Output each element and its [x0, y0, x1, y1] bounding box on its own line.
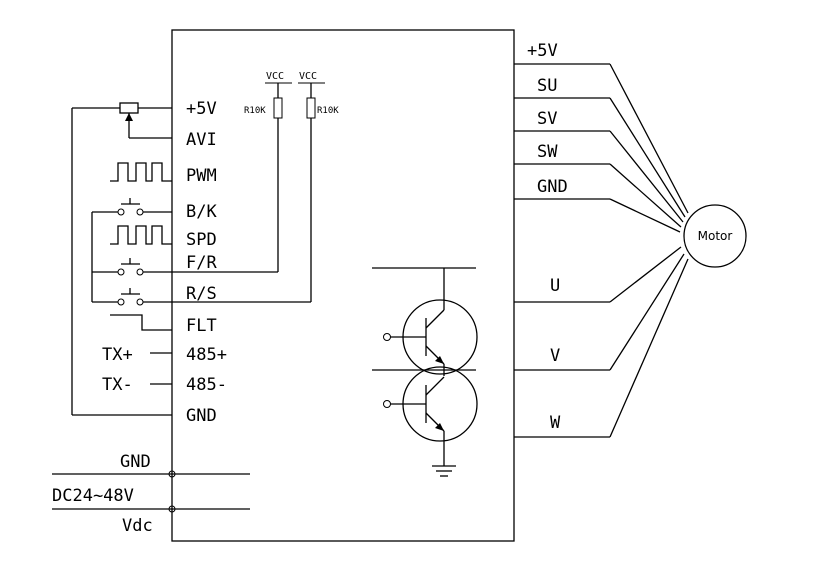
motor-wire-w: [609, 258, 689, 438]
flt-signal-symbol: [110, 314, 172, 331]
pin-label-5v: +5V: [186, 99, 217, 119]
power-dc-node: [168, 505, 176, 513]
pin-label-fr: F/R: [186, 253, 217, 273]
vcc-2-label: VCC: [299, 71, 317, 82]
pin-label-sv: SV: [537, 109, 557, 129]
vcc-1-label: VCC: [266, 71, 284, 82]
motor-wire-gnd: [609, 198, 681, 233]
fr-contact-a: [117, 268, 125, 276]
resistor-1-label: R10K: [244, 106, 266, 116]
rs-contact-a: [117, 298, 125, 306]
pullup-resistor-2: [306, 97, 316, 119]
bk-contact-a: [117, 208, 125, 216]
power-vdc-label: Vdc: [122, 516, 153, 536]
motor-wire-su: [609, 97, 686, 218]
tx-plus-label: TX+: [102, 345, 133, 365]
pin-label-right-gnd: GND: [537, 177, 568, 197]
pin-label-u: U: [550, 276, 560, 296]
pin-label-pwm: PWM: [186, 166, 217, 186]
spd-pulse-symbol: [110, 225, 172, 245]
rs-contact-b: [136, 298, 144, 306]
motor-circle: [683, 204, 747, 268]
bk-contact-b: [136, 208, 144, 216]
pin-label-v: V: [550, 346, 560, 366]
power-gnd-node: [168, 470, 176, 478]
fr-contact-b: [136, 268, 144, 276]
motor-wire-sv: [609, 130, 684, 223]
motor-wire-v: [609, 253, 685, 371]
pin-label-spd: SPD: [186, 230, 217, 250]
power-gnd-label: GND: [120, 452, 151, 472]
motor-wire-5v: [609, 63, 689, 214]
pin-label-rs: R/S: [186, 284, 217, 304]
potentiometer: [119, 102, 139, 114]
pullup-resistor-1: [273, 97, 283, 119]
pin-label-gnd: GND: [186, 406, 217, 426]
driver-box: [171, 29, 515, 542]
pin-label-flt: FLT: [186, 316, 217, 336]
resistor-2-label: R10K: [317, 106, 339, 116]
power-supply-label: DC24~48V: [52, 486, 134, 506]
pin-label-bk: B/K: [186, 202, 217, 222]
pin-label-485-plus: 485+: [186, 345, 227, 365]
motor-label: Motor: [698, 229, 733, 243]
pin-label-right-5v: +5V: [527, 41, 558, 61]
tx-minus-label: TX-: [102, 375, 133, 395]
pwm-pulse-symbol: [110, 162, 172, 182]
motor-wire-u: [609, 246, 682, 303]
power-stage-symbol: [372, 267, 478, 477]
pin-label-su: SU: [537, 76, 557, 96]
motor-wire-sw: [609, 163, 682, 228]
pin-label-avi: AVI: [186, 130, 217, 150]
pin-label-w: W: [550, 413, 561, 433]
pin-label-sw: SW: [537, 142, 558, 162]
pin-label-485-minus: 485-: [186, 375, 227, 395]
pot-wiper-arrow: [125, 113, 133, 121]
